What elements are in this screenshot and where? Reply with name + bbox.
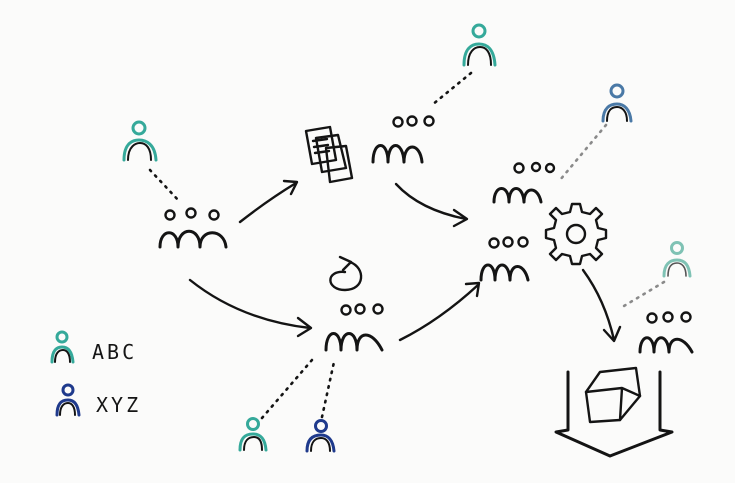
box-icon — [584, 366, 642, 424]
person-icon — [662, 241, 692, 278]
gear-icon — [544, 202, 608, 266]
person-icon — [55, 383, 81, 417]
group-a-icon — [158, 207, 228, 249]
person-icon — [601, 83, 633, 123]
flow-arrow — [581, 268, 616, 342]
legend: ABC XYZ — [50, 330, 141, 417]
person-icon — [305, 419, 336, 453]
flow-arrow — [188, 278, 312, 330]
person-icon — [50, 330, 75, 364]
arrowhead-icon — [602, 325, 622, 343]
connector-dots — [320, 360, 336, 419]
group-c-lower-icon — [479, 236, 530, 282]
connector-dots — [430, 71, 473, 107]
arrowhead-icon — [296, 316, 313, 338]
connector-dots — [148, 168, 182, 204]
flow-arrow — [238, 181, 298, 224]
legend-label-abc: ABC — [92, 340, 137, 364]
arrowhead-icon — [452, 208, 469, 228]
group-c-upper-icon — [492, 161, 556, 204]
flow-arrow — [398, 283, 480, 342]
arrowhead-icon — [282, 179, 299, 196]
person-icon — [122, 120, 158, 162]
group-e-icon — [638, 311, 694, 354]
legend-item-xyz: XYZ — [55, 383, 141, 417]
legend-label-xyz: XYZ — [96, 393, 141, 417]
connector-dots — [558, 123, 608, 182]
group-d-icon — [324, 303, 384, 352]
arrowhead-icon — [464, 281, 481, 298]
legend-item-abc: ABC — [50, 330, 137, 364]
documents-icon — [304, 125, 354, 184]
connector-dots — [622, 280, 666, 308]
flow-arrow — [394, 182, 468, 221]
group-b-icon — [371, 115, 435, 164]
tray-icon — [554, 370, 674, 458]
cycle-arrow-icon — [329, 255, 363, 292]
connector-dots — [260, 358, 314, 420]
person-icon — [462, 23, 497, 67]
person-icon — [238, 417, 268, 452]
